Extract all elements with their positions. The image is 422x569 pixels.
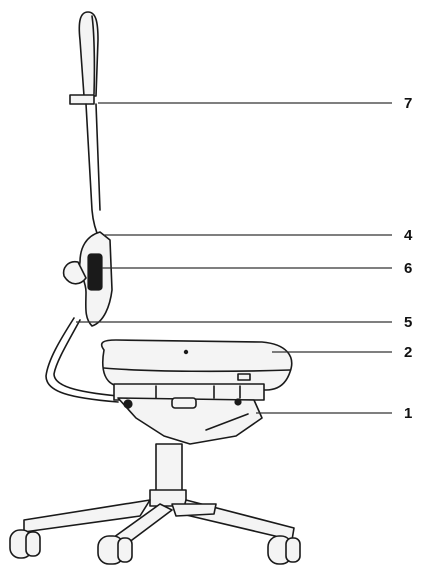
callout-7: 7	[404, 95, 412, 112]
castors	[9, 529, 301, 565]
castor-right	[267, 535, 301, 565]
callout-labels: 7 4 6 5 2 1	[404, 95, 413, 422]
backrest-frame	[85, 103, 101, 241]
castor-left	[9, 529, 41, 559]
backrest-cushion	[62, 231, 113, 327]
headrest	[69, 11, 99, 105]
seat-cushion	[100, 339, 293, 391]
callout-4: 4	[404, 227, 413, 244]
callout-1: 1	[404, 405, 412, 422]
back-support-arm	[45, 317, 119, 403]
callout-6: 6	[404, 260, 412, 277]
callout-5: 5	[404, 314, 412, 331]
leader-lines	[76, 102, 392, 414]
seat-mechanism	[113, 373, 265, 445]
gas-lift-column	[149, 443, 187, 507]
chair-base	[23, 499, 295, 547]
castor-middle	[97, 535, 133, 565]
callout-2: 2	[404, 344, 412, 361]
